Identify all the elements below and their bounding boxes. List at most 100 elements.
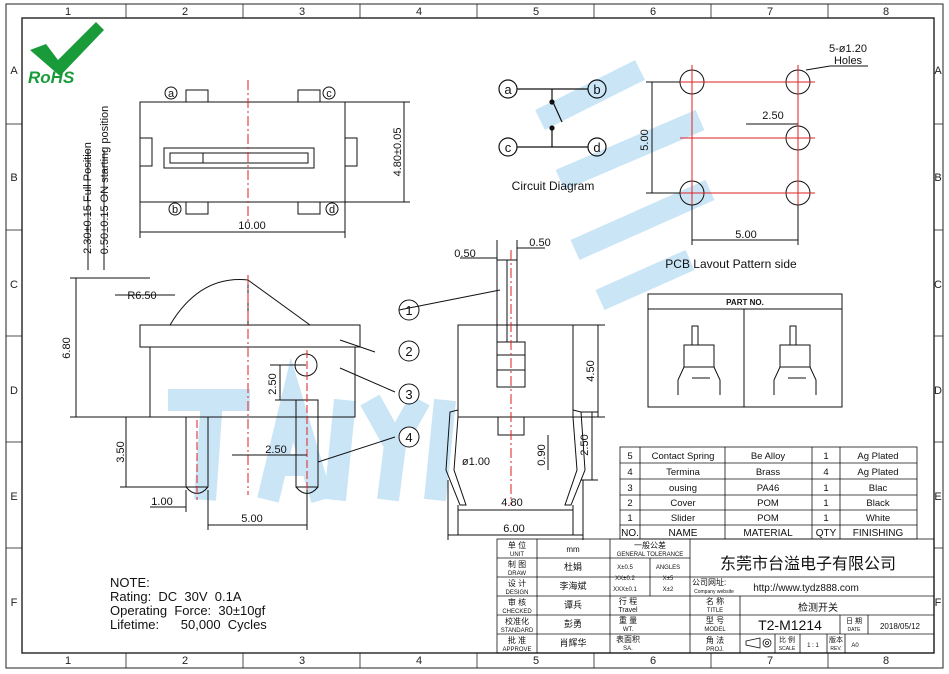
svg-text:表面积: 表面积: [616, 634, 640, 644]
svg-text:CHECKED: CHECKED: [502, 609, 532, 615]
svg-text:Ag Plated: Ag Plated: [857, 467, 898, 478]
pcb-layout: [646, 65, 868, 245]
svg-text:10.00: 10.00: [238, 220, 266, 232]
col-label: 4: [416, 6, 422, 18]
svg-text:d: d: [329, 204, 335, 216]
svg-text:5.00: 5.00: [735, 229, 756, 241]
callout-labels: 1 2 3 4: [405, 303, 412, 445]
svg-text:4: 4: [823, 467, 828, 478]
svg-text:4: 4: [627, 467, 632, 478]
col-label: 5: [533, 655, 539, 667]
svg-text:3: 3: [627, 483, 632, 494]
svg-text:SA.: SA.: [623, 646, 633, 652]
callout-leaders: [398, 289, 501, 311]
svg-text:Contact Spring: Contact Spring: [652, 451, 715, 462]
svg-text:MATERIAL: MATERIAL: [743, 528, 793, 539]
svg-text:审 核: 审 核: [508, 597, 526, 607]
bom-cells: 5 Contact Spring Be Alloy 1 Ag Plated 4 …: [621, 451, 903, 539]
row-label: C: [934, 279, 942, 291]
callouts: [398, 299, 420, 448]
svg-text:2.50: 2.50: [579, 434, 591, 455]
svg-text:4.80±0.05: 4.80±0.05: [392, 128, 404, 177]
svg-text:XX±0.2: XX±0.2: [615, 576, 635, 582]
note-force: Operating Force: 30±10gf: [110, 603, 266, 618]
svg-text:REV.: REV.: [830, 646, 841, 652]
col-label: 7: [767, 6, 773, 18]
pcb-caption: PCB Lavout Pattern side: [665, 257, 797, 271]
front-view: [445, 240, 605, 540]
svg-text:0.50±0.15 ON starting positi: 0.50±0.15 ON starting position: [99, 106, 111, 255]
svg-text:0.50: 0.50: [454, 248, 475, 260]
row-label: F: [935, 597, 942, 609]
svg-text:设 计: 设 计: [508, 578, 526, 588]
row-label: E: [934, 491, 941, 503]
row-label: B: [934, 172, 941, 184]
svg-text:Cover: Cover: [670, 498, 695, 509]
col-label: 7: [767, 655, 773, 667]
svg-text:单 位: 单 位: [508, 540, 526, 550]
svg-text:制 图: 制 图: [508, 559, 526, 569]
svg-text:4.80: 4.80: [501, 497, 522, 509]
svg-text:2: 2: [627, 498, 632, 509]
svg-text:Travel: Travel: [618, 607, 638, 614]
svg-text:http://www.tydz888.com: http://www.tydz888.com: [753, 583, 859, 594]
svg-text:c: c: [326, 88, 332, 100]
svg-text:比 例: 比 例: [779, 635, 795, 644]
svg-text:3.50: 3.50: [115, 441, 127, 462]
svg-text:Blac: Blac: [869, 483, 888, 494]
title-block-text: 单 位 UNIT mm 一般公差 GENERAL TOLERANCE 制 图 D…: [501, 540, 921, 653]
svg-text:校准化: 校准化: [505, 616, 529, 626]
part-no-box: [647, 293, 843, 408]
svg-text:a: a: [168, 88, 175, 100]
svg-text:d: d: [593, 140, 600, 155]
svg-text:1.00: 1.00: [151, 496, 172, 508]
svg-text:SCALE: SCALE: [779, 646, 796, 652]
svg-text:1: 1: [627, 513, 632, 524]
svg-text:2.50: 2.50: [762, 110, 783, 122]
row-label: A: [10, 65, 18, 77]
col-label: 6: [650, 655, 656, 667]
svg-text:a: a: [504, 82, 512, 97]
svg-text:R6.50: R6.50: [127, 290, 156, 302]
svg-text:5: 5: [627, 451, 632, 462]
svg-text:重 量: 重 量: [619, 615, 637, 625]
svg-text:ANGLES: ANGLES: [656, 565, 680, 571]
svg-text:c: c: [505, 140, 512, 155]
svg-text:NAME: NAME: [669, 528, 698, 539]
circuit-labels: a b c d Circuit Diagram: [504, 82, 600, 193]
svg-text:1: 1: [823, 498, 828, 509]
circuit-diagram: [498, 79, 607, 157]
row-label: D: [10, 385, 18, 397]
side-view-labels: R6.50 6.80 2.50 3.50 1.00 2.50 5.00: [61, 290, 287, 525]
rohs-logo: RoHS: [28, 22, 104, 87]
svg-text:杜娟: 杜娟: [564, 561, 582, 572]
col-label: 8: [883, 6, 889, 18]
svg-text:DATE: DATE: [848, 627, 862, 633]
svg-text:NO.: NO.: [621, 528, 639, 539]
svg-text:李海斌: 李海斌: [559, 580, 586, 591]
part-no-title: PART NO.: [726, 298, 764, 307]
note-life: Lifetime: 50,000 Cycles: [110, 617, 267, 632]
svg-text:POM: POM: [757, 513, 779, 524]
row-label: D: [934, 385, 942, 397]
svg-text:日 期: 日 期: [846, 617, 862, 625]
svg-text:1: 1: [405, 303, 412, 318]
col-label: 2: [182, 6, 188, 18]
svg-text:A0: A0: [851, 643, 859, 649]
row-label: F: [11, 597, 18, 609]
row-label: B: [10, 172, 17, 184]
svg-text:Company website: Company website: [694, 589, 734, 595]
svg-text:1: 1: [823, 451, 828, 462]
svg-text:STANDARD: STANDARD: [501, 628, 534, 634]
svg-text:彭勇: 彭勇: [564, 618, 582, 629]
row-label: C: [10, 279, 18, 291]
model-number: T2-M1214: [758, 617, 822, 633]
front-view-labels: 0.50 0.50 4.50 2.50 0.90 ø1.00 4.80 6.00: [454, 237, 597, 535]
svg-text:RoHS: RoHS: [28, 68, 75, 87]
watermark: [168, 60, 715, 504]
col-label: 1: [65, 655, 71, 667]
svg-text:2018/05/12: 2018/05/12: [880, 622, 921, 631]
svg-text:DESIGN: DESIGN: [505, 590, 528, 596]
svg-text:2.50: 2.50: [267, 373, 279, 394]
svg-text:2.50: 2.50: [265, 444, 286, 456]
